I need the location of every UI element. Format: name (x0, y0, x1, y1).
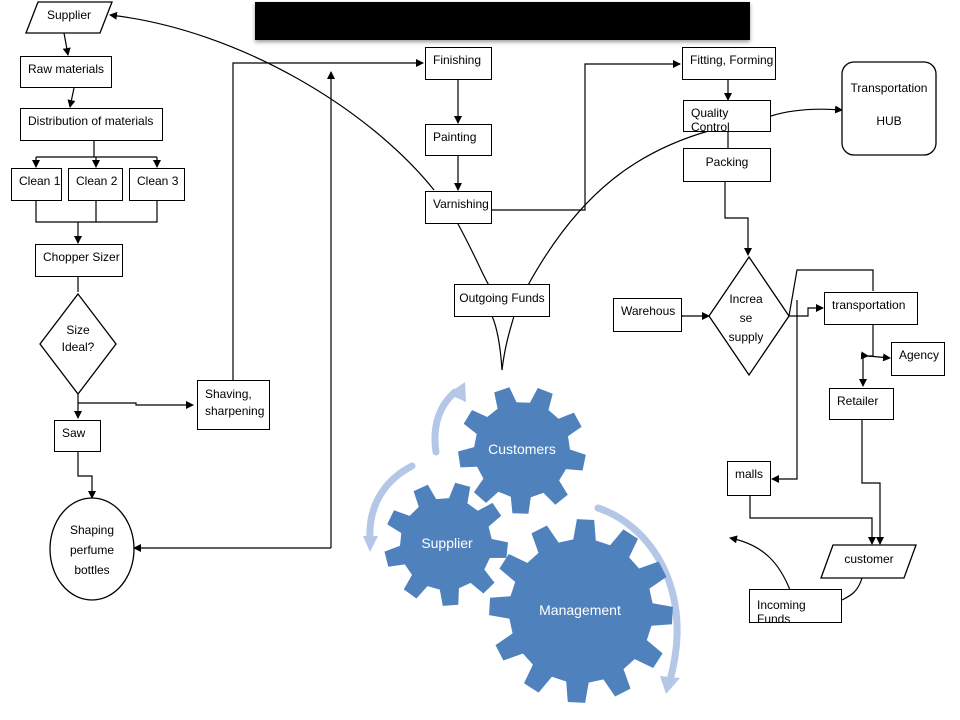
node-increase-supply-line-2: se (739, 311, 753, 325)
supplier-parallelogram (25, 1, 113, 34)
connector-transport-retailer (859, 325, 874, 387)
node-shaping-line-3: bottles (74, 563, 110, 577)
node-saw: Saw (54, 420, 101, 452)
node-size-ideal-line-1: Size (66, 323, 90, 337)
node-raw-materials: Raw materials (20, 56, 112, 88)
customer-parallelogram (820, 544, 917, 579)
connector-transport-agency (860, 351, 891, 362)
gear-supplier (384, 482, 508, 606)
node-warehouse: Warehous (613, 298, 682, 332)
increase-supply-diamond (708, 255, 790, 377)
size-ideal-diamond (39, 292, 117, 396)
node-transportation-hub-line-1: Transportation (850, 81, 928, 95)
transportation-hub-rounded (841, 61, 937, 156)
node-customer: customer (844, 552, 894, 566)
node-retailer: Retailer (829, 388, 894, 420)
shaping-ellipse (49, 497, 135, 601)
gear-label-supplier: Supplier (421, 535, 473, 551)
gear-label-customers: Customers (488, 441, 556, 457)
node-supplier-in: Supplier (46, 8, 92, 22)
node-chopper-sizer: Chopper Sizer (35, 244, 123, 277)
connector-shaving-finishing (232, 59, 424, 380)
node-finishing: Finishing (425, 47, 492, 80)
node-agency: Agency (891, 342, 945, 376)
connector-supply-loop (788, 269, 874, 317)
connector-customer-funds (841, 577, 863, 601)
node-outgoing-funds: Outgoing Funds (454, 284, 550, 317)
connector-loop-malls (771, 300, 798, 483)
connector-saw-shaping (77, 452, 96, 499)
cycle-arrowhead-top (448, 382, 466, 402)
node-packing: Packing (683, 148, 771, 182)
node-size-ideal-line-2: Ideal? (61, 340, 95, 354)
node-increase-supply-line-3: supply (728, 330, 764, 344)
connector-varnishing-fitting (492, 60, 681, 211)
node-clean3: Clean 3 (129, 168, 185, 201)
connector-supplier-raw (62, 32, 71, 56)
connector-qc-hub (770, 105, 843, 117)
gear-customers (458, 387, 586, 514)
funnel-right-upper (526, 129, 713, 288)
connector-malls-customer (749, 496, 876, 545)
funnel-left-lower (491, 315, 503, 371)
node-shaving-line-2: sharpening (205, 404, 265, 418)
cycle-arrowhead-left (363, 536, 378, 552)
node-shaping-line-1: Shaping (69, 523, 115, 537)
node-clean1: Clean 1 (11, 168, 62, 201)
funnel-left-upper (457, 223, 491, 288)
redacted-title-bar (255, 2, 750, 40)
node-fitting-forming: Fitting, Forming (682, 47, 776, 80)
node-increase-supply-line-1: Increa (729, 292, 763, 306)
node-clean2: Clean 2 (68, 168, 123, 201)
cycle-arrow-left (366, 462, 416, 544)
node-transportation-hub-line-2: HUB (876, 114, 902, 128)
connector-packing-supply (724, 182, 752, 256)
connector-varnishing-supplier (109, 11, 435, 191)
node-shaving: Shaving, sharpening (197, 380, 270, 430)
gear-group (384, 387, 673, 703)
gear-label-management: Management (539, 602, 621, 618)
cycle-arrow-right (594, 504, 681, 684)
node-transportation: transportation (824, 292, 918, 325)
node-increase-supply: Increa se supply (726, 290, 766, 347)
connector-raw-distribution (67, 87, 76, 108)
node-shaping-line-2: perfume (69, 543, 115, 557)
cycle-arrowhead-right (660, 676, 680, 694)
connector-retailer-customer (861, 420, 884, 545)
node-shaving-line-1: Shaving, (205, 387, 252, 401)
connector-supply-transportation (789, 304, 824, 317)
cycle-arrow-top (431, 388, 459, 456)
funnel-right-lower (501, 315, 515, 371)
node-painting: Painting (425, 124, 492, 156)
connector-size-shaving (78, 401, 194, 409)
gear-management (489, 519, 673, 703)
node-shaping: Shaping perfume bottles (58, 520, 126, 580)
node-incoming-funds: Incoming Funds (749, 589, 842, 626)
node-distribution: Distribution of materials (20, 108, 163, 141)
connector-funds-return (729, 535, 791, 591)
node-varnishing: Varnishing (425, 191, 492, 224)
node-malls: malls (727, 461, 771, 496)
node-quality-control: Quality Control (683, 100, 771, 134)
